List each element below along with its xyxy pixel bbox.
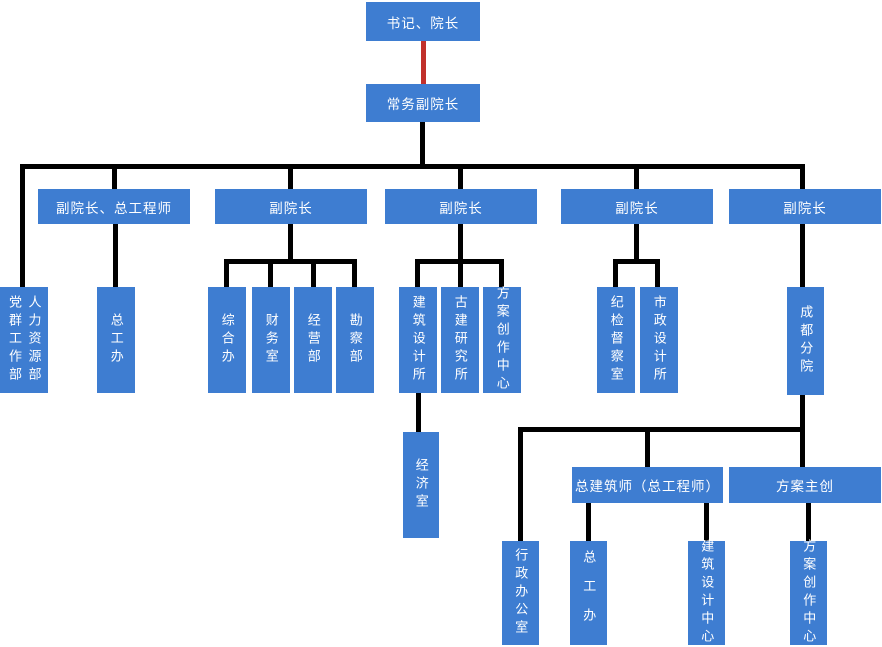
connector-vp2-drop-4 [352,264,357,287]
node-label: 勘察部 [347,313,363,367]
node-economics-office: 经济室 [403,432,439,538]
connector-trunk-drop-vp4 [634,169,639,189]
node-label: 副院长 [269,200,313,216]
connector-vp1-to-chief-office [113,224,118,287]
node-vp-4: 副院长 [561,189,713,224]
connector-scheme-lead-drop [806,503,811,541]
node-discipline-inspection-office: 纪检督察室 [597,287,635,393]
node-label: 常务副院长 [386,97,460,112]
node-scheme-creation-center: 方案创作中心 [483,286,521,394]
connector-vp3-bar [415,259,504,264]
node-label: 市政设计所 [651,295,667,385]
connector-vp3-stem [458,224,463,259]
connector-vp3-drop-2 [458,264,463,287]
connector-trunk-drop-vp5 [800,169,805,189]
node-chief-engineer-office-chengdu: 总工办 [570,541,607,645]
node-label: 经济室 [413,458,429,512]
connector-vp5-to-chengdu [800,224,805,287]
node-party-mass-hr-dept: 党群工作部人力资源部 [0,287,48,393]
node-vp-2: 副院长 [215,189,367,224]
connector-chief-architect-drop-1 [586,503,591,541]
node-executive-vice-president: 常务副院长 [366,84,480,122]
node-vp-3: 副院长 [385,189,537,224]
node-label: 人力资源部 [26,295,42,385]
node-label: 总工办 [581,549,597,637]
node-secretary-president: 书记、院长 [366,2,480,41]
connector-chengdu-bar [518,427,805,432]
node-label: 总工办 [108,313,124,367]
node-chief-architect: 总建筑师（总工程师） [572,467,723,503]
connector-vp3-drop-1 [415,264,420,287]
connector-trunk-drop-vp3 [458,169,463,189]
node-label: 古建研究所 [452,295,468,385]
node-operations-dept: 经营部 [294,287,332,393]
node-municipal-design-institute: 市政设计所 [640,287,678,393]
connector-vp2-stem [288,224,293,259]
node-finance-office: 财务室 [252,287,290,393]
connector-chief-architect-drop-2 [704,503,709,541]
node-label: 纪检督察室 [608,295,624,385]
node-label: 建筑设计中心 [699,539,715,647]
connector-secretary-to-evp-red [421,41,426,84]
node-vp-5: 副院长 [729,189,881,224]
connector-trunk-drop-party-hr [20,169,25,287]
node-label: 书记、院长 [386,15,460,31]
node-survey-dept: 勘察部 [336,287,374,393]
node-label: 副院长 [439,200,483,216]
connector-vp2-bar [224,259,357,264]
connector-vp4-drop-2 [655,264,660,287]
connector-chengdu-stem [800,395,805,427]
connector-vp2-drop-1 [224,264,229,287]
node-ancient-architecture-institute: 古建研究所 [441,287,479,393]
node-chief-engineer-office: 总工办 [97,287,135,393]
node-label: 财务室 [263,313,279,367]
node-label: 综合办 [219,313,235,367]
connector-vp4-drop-1 [613,264,618,287]
node-vp-chief-engineer: 副院长、总工程师 [38,189,190,224]
connector-trunk-drop-vp1 [112,169,117,189]
connector-design-inst-to-economics [416,393,421,432]
node-label: 副院长 [615,200,659,216]
node-label: 成都分院 [798,305,814,377]
node-label: 方案创作中心 [801,539,817,647]
node-admin-office: 行政办公室 [502,541,539,645]
node-architectural-design-center: 建筑设计中心 [688,539,725,647]
connector-bar-drop-admin [518,432,523,541]
node-label: 行政办公室 [513,548,529,638]
connector-main-trunk [20,164,805,169]
connector-vp3-drop-3 [499,264,504,287]
node-label: 总建筑师（总工程师） [575,479,720,494]
connector-vp4-bar [613,259,660,264]
connector-bar-drop-chief-architect [645,432,650,467]
node-label: 党群工作部 [7,295,22,385]
node-label: 副院长 [783,200,827,216]
connector-vp2-drop-3 [311,264,316,287]
node-label: 方案创作中心 [494,286,510,394]
node-architectural-design-institute: 建筑设计所 [399,287,437,393]
connector-evp-stem [420,122,425,164]
node-label: 副院长、总工程师 [56,200,172,216]
node-label: 建筑设计所 [410,295,426,385]
node-chengdu-branch: 成都分院 [787,287,824,395]
node-scheme-creation-center-chengdu: 方案创作中心 [790,539,827,647]
node-comprehensive-office: 综合办 [208,287,246,393]
connector-vp2-drop-2 [268,264,273,287]
connector-trunk-drop-vp2 [288,169,293,189]
node-label: 方案主创 [776,479,834,494]
node-label: 经营部 [305,313,321,367]
connector-bar-drop-scheme-lead [800,432,805,467]
connector-vp4-stem [634,224,639,259]
node-scheme-lead: 方案主创 [729,467,881,503]
